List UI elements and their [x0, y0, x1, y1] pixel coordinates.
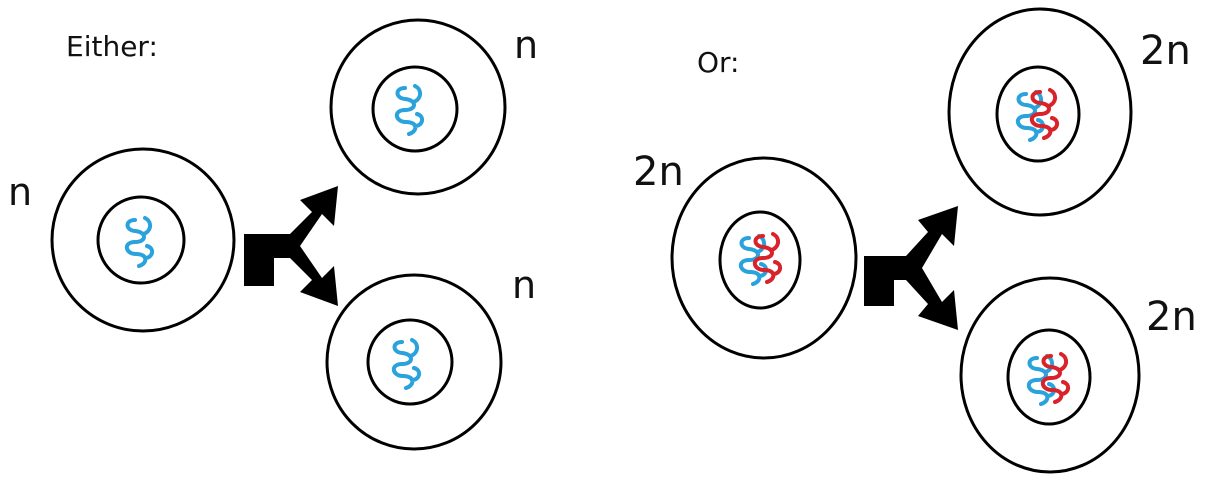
daughter-top-ploidy-label: n [514, 23, 538, 67]
daughter-cell-top-diploid [949, 9, 1131, 215]
parent-cell-diploid [672, 158, 856, 358]
parent-ploidy-label: 2n [633, 149, 684, 195]
left-panel: Either: n n n [8, 20, 538, 449]
nucleus [373, 67, 457, 151]
chromosome-set-blue [127, 218, 152, 266]
daughter-bottom-ploidy-label: n [512, 263, 536, 307]
left-heading: Either: [66, 30, 158, 63]
cell-membrane [961, 278, 1139, 472]
chromosome-set-blue [397, 86, 422, 134]
daughter-bottom-ploidy-label: 2n [1146, 294, 1197, 340]
right-heading: Or: [697, 46, 740, 79]
right-panel: Or: 2n 2n [633, 9, 1197, 472]
split-arrow-stem [864, 256, 894, 306]
cell-membrane [327, 275, 501, 449]
daughter-cell-bottom-diploid [961, 278, 1139, 472]
parent-ploidy-label: n [8, 170, 32, 214]
parent-cell-haploid [52, 149, 234, 331]
daughter-cell-bottom-haploid [327, 275, 501, 449]
chromosome-set-blue [394, 340, 419, 388]
cell-membrane [331, 20, 505, 194]
split-arrow-stem [244, 234, 274, 286]
daughter-cell-top-haploid [331, 20, 505, 194]
daughter-top-ploidy-label: 2n [1140, 28, 1191, 74]
